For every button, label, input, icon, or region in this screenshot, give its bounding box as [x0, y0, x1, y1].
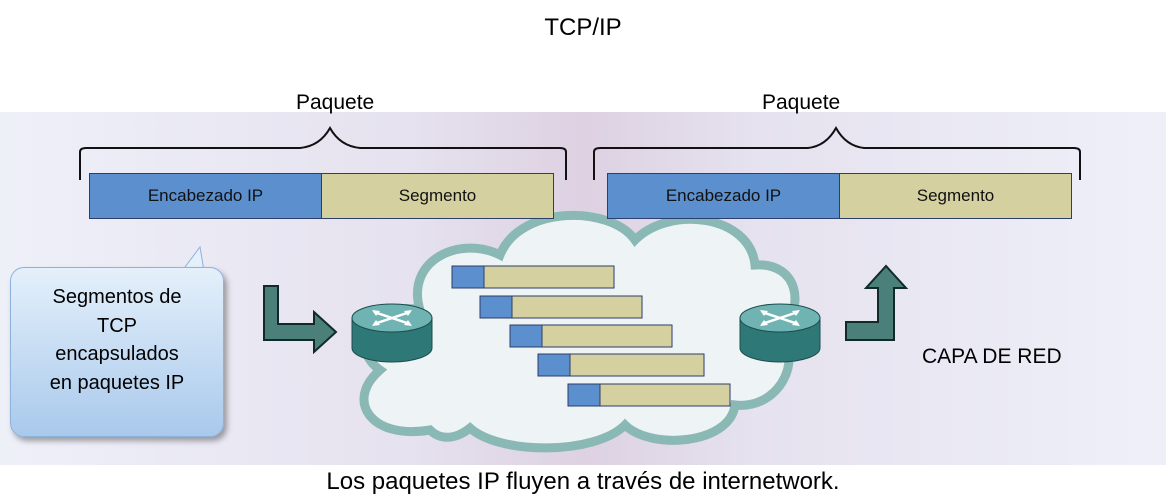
- network-layer-label: CAPA DE RED: [922, 345, 1062, 368]
- packet-brace-left: [79, 125, 567, 180]
- flowing-packet-5: [567, 383, 731, 407]
- segment-cell-right: Segmento: [839, 173, 1072, 219]
- callout-box: [10, 267, 224, 437]
- callout-text: Segmentos de TCP encapsulados en paquete…: [10, 283, 224, 397]
- flowing-packet-3: [509, 324, 673, 348]
- packet-label-right: Paquete: [762, 91, 841, 114]
- callout-tail: [181, 245, 205, 271]
- callout-line-2: TCP: [97, 314, 137, 337]
- arrow-out-of-network-icon: [845, 264, 909, 341]
- diagram-title: TCP/IP: [544, 14, 622, 41]
- ip-header-cell-right: Encabezado IP: [607, 173, 840, 219]
- flowing-packet-4: [537, 353, 705, 377]
- callout-line-3: encapsulados: [55, 343, 179, 365]
- callout-line-1: Segmentos de: [52, 286, 182, 308]
- ip-header-cell-left: Encabezado IP: [89, 173, 322, 219]
- diagram-caption: Los paquetes IP fluyen a través de inter…: [326, 468, 840, 495]
- router-right-icon: [739, 303, 821, 363]
- packet-brace-right: [593, 125, 1081, 180]
- packet-label-left: Paquete: [296, 91, 375, 114]
- arrow-into-network-icon: [263, 285, 338, 355]
- router-left-icon: [351, 303, 433, 363]
- flowing-packet-1: [451, 265, 615, 289]
- callout-line-4: en paquetes IP: [49, 371, 185, 394]
- segment-cell-left: Segmento: [321, 173, 554, 219]
- flowing-packet-2: [479, 295, 643, 319]
